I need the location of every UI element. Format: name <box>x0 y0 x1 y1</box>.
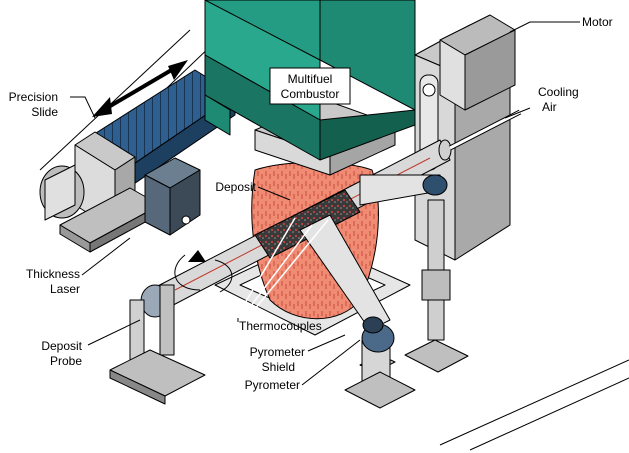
pyrometer-label: Pyrometer <box>245 378 300 392</box>
rotation-arrow <box>174 250 233 293</box>
multifuel-combustor <box>204 0 416 176</box>
precision-slide-label-line2: Slide <box>31 105 58 119</box>
support-stand-right <box>404 199 469 373</box>
motor-label: Motor <box>582 15 613 29</box>
combustor-label-line2: Combustor <box>281 87 340 101</box>
pyrometer-shield <box>299 174 448 331</box>
pyrometer-stand <box>344 316 416 409</box>
cooling-air-label-line2: Air <box>542 100 557 114</box>
pyrometer-shield-label-line2: Shield <box>262 360 295 374</box>
thickness-laser-label-line2: Laser <box>50 282 80 296</box>
thickness-laser-unit <box>144 157 201 236</box>
deposit-probe-label-line2: Probe <box>50 354 82 368</box>
slide-motion-arrow <box>92 60 188 117</box>
thermocouples-label: Thermocouples <box>239 319 322 333</box>
deposit-label: Deposit <box>215 180 256 194</box>
cooling-air-label-line1: Cooling <box>538 85 579 99</box>
label-leaders <box>70 21 580 386</box>
precision-slide-label-line1: Precision <box>9 90 58 104</box>
support-stand-left <box>109 284 206 405</box>
pyrometer-shield-label-line1: Pyrometer <box>250 345 305 359</box>
thermocouple-leaders <box>237 217 329 322</box>
combustor-label-line1: Multifuel <box>288 72 333 86</box>
deposit-probe-label-line1: Deposit <box>41 339 82 353</box>
thickness-laser-label-line1: Thickness <box>26 267 80 281</box>
precision-slide <box>39 69 236 253</box>
